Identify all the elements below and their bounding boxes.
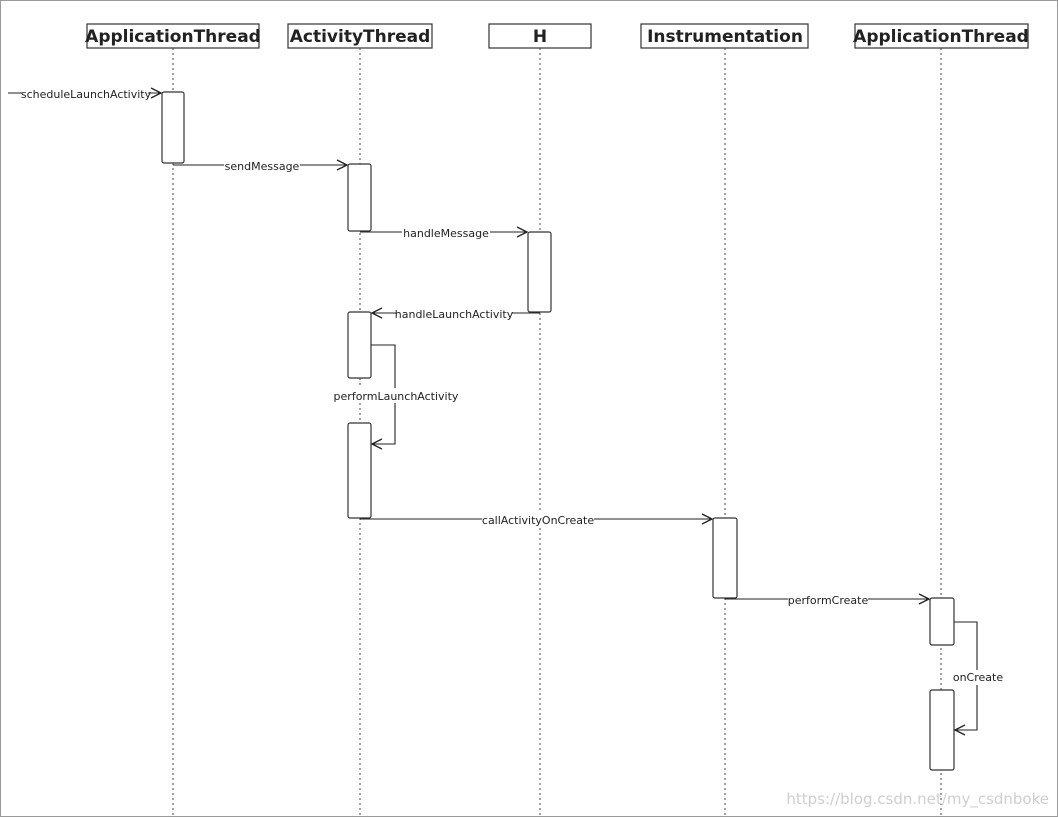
activation-box [712, 517, 738, 599]
watermark-text: https://blog.csdn.net/my_csdnboke [786, 790, 1049, 809]
participant-label: ApplicationThread [853, 27, 1029, 47]
activation-box [527, 231, 552, 313]
participant-label: ActivityThread [290, 27, 431, 47]
participant-application-thread: ApplicationThread [85, 23, 261, 49]
activation-box [929, 597, 955, 646]
participant-application-thread-2: ApplicationThread [853, 23, 1029, 49]
participant-label: Instrumentation [647, 27, 803, 47]
message-label-handle-launch-activity: handleLaunchActivity [395, 308, 514, 321]
message-label-perform-create: performCreate [788, 594, 869, 607]
participant-h: H [488, 23, 592, 49]
participant-activity-thread: ActivityThread [287, 23, 433, 49]
activation-box [347, 422, 372, 519]
message-label-send-message: sendMessage [225, 160, 300, 173]
message-label-perform-launch-activity: performLaunchActivity [334, 390, 459, 403]
participant-label: ApplicationThread [85, 27, 261, 47]
message-label-call-activity-on-create: callActivityOnCreate [482, 514, 594, 527]
message-label-handle-message: handleMessage [403, 227, 489, 240]
activation-box [929, 689, 955, 771]
activation-box [161, 91, 185, 164]
message-label-schedule-launch-activity: scheduleLaunchActivity [21, 88, 152, 101]
activation-box [347, 163, 372, 232]
message-label-on-create: onCreate [953, 671, 1003, 684]
participant-label: H [533, 27, 547, 47]
activation-box [347, 311, 372, 379]
participant-instrumentation: Instrumentation [640, 23, 809, 49]
